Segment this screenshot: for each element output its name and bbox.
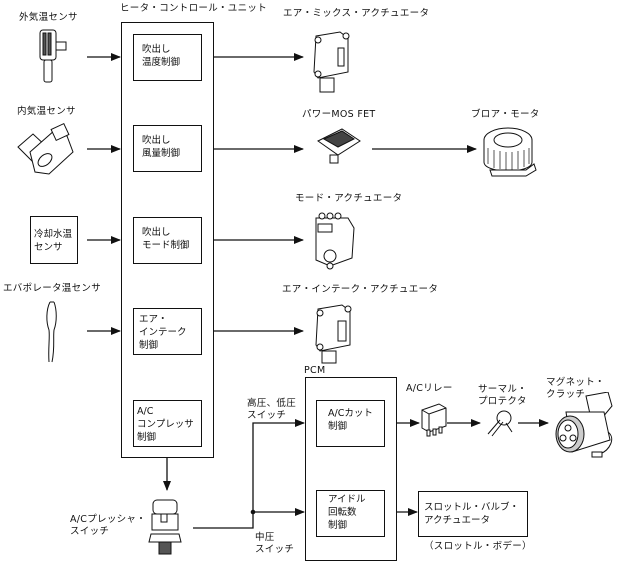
inside-temp-sensor-icon bbox=[17, 122, 74, 175]
block-label: スロットル・バルブ・ アクチュエータ bbox=[424, 502, 520, 526]
evaporator-temp-sensor-icon bbox=[46, 301, 57, 363]
block-ac-cut[interactable]: A/Cカット 制御 bbox=[316, 400, 385, 447]
label-power-mosfet: パワーMOS FET bbox=[302, 109, 376, 120]
junction-dot bbox=[250, 509, 256, 515]
block-intake-control[interactable]: エア・ インテーク 制御 bbox=[133, 308, 202, 355]
throttle-valve-actuator: スロットル・バルブ・ アクチュエータ bbox=[418, 491, 528, 537]
block-label: エア・ インテーク 制御 bbox=[139, 314, 187, 351]
label-magnet-clutch: マグネット・ クラッチ bbox=[546, 377, 605, 400]
mode-actuator-icon bbox=[315, 212, 355, 270]
label-ac-pressure-switch: A/Cプレッシャ・ スイッチ bbox=[70, 514, 147, 537]
block-label: 吹出し 温度制御 bbox=[142, 44, 181, 68]
block-air-volume[interactable]: 吹出し 風量制御 bbox=[133, 125, 202, 172]
hcu-title: ヒータ・コントロール・ユニット bbox=[120, 3, 268, 14]
label-thermal-protector: サーマル・ プロテクタ bbox=[478, 384, 528, 407]
air-mix-actuator-icon bbox=[313, 31, 350, 93]
block-label: アイドル 回転数 制御 bbox=[328, 494, 366, 531]
power-mosfet-icon bbox=[317, 128, 361, 164]
label-ac-relay: A/Cリレー bbox=[406, 383, 453, 394]
blower-motor-icon bbox=[483, 127, 537, 177]
block-label: A/C コンプレッサ 制御 bbox=[137, 406, 194, 443]
block-ac-compressor[interactable]: A/C コンプレッサ 制御 bbox=[133, 400, 202, 447]
ac-pressure-switch-icon bbox=[148, 499, 182, 555]
label-throttle-body: （スロットル・ボデー） bbox=[424, 541, 532, 552]
label-outside-temp: 外気温センサ bbox=[19, 12, 78, 23]
block-temp-control[interactable]: 吹出し 温度制御 bbox=[133, 34, 202, 81]
sensor-label: 冷却水温 センサ bbox=[34, 229, 73, 253]
label-high-low-switch: 高圧、低圧 スイッチ bbox=[247, 398, 297, 421]
block-mode-control[interactable]: 吹出し モード制御 bbox=[133, 217, 202, 264]
line-switch-to-junction bbox=[193, 419, 305, 529]
outside-temp-sensor-icon bbox=[39, 29, 67, 83]
label-blower-motor: ブロア・モータ bbox=[471, 109, 540, 120]
block-label: A/Cカット 制御 bbox=[328, 408, 373, 432]
block-idle-speed[interactable]: アイドル 回転数 制御 bbox=[316, 490, 385, 537]
air-intake-actuator-icon bbox=[315, 304, 352, 364]
pcm-title: PCM bbox=[304, 365, 326, 376]
label-inside-temp: 内気温センサ bbox=[17, 106, 76, 117]
compressor-icon bbox=[555, 392, 613, 458]
thermal-protector-icon bbox=[487, 410, 513, 437]
label-air-mix-actuator: エア・ミックス・アクチュエータ bbox=[283, 8, 430, 19]
coolant-temp-sensor: 冷却水温 センサ bbox=[30, 216, 78, 264]
label-mode-actuator: モード・アクチュエータ bbox=[295, 193, 403, 204]
label-air-intake-actuator: エア・インテーク・アクチュエータ bbox=[282, 284, 439, 295]
ac-relay-icon bbox=[421, 403, 447, 437]
block-label: 吹出し モード制御 bbox=[142, 227, 190, 251]
label-medium-switch: 中圧 スイッチ bbox=[255, 532, 295, 555]
label-evaporator-temp: エバポレータ温センサ bbox=[3, 283, 102, 294]
block-label: 吹出し 風量制御 bbox=[142, 135, 181, 159]
